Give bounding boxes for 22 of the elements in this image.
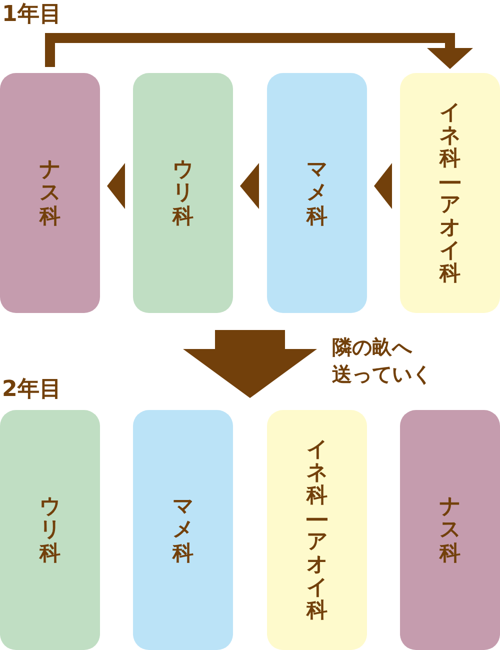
arrow (374, 163, 392, 209)
block-arrow (183, 330, 317, 398)
crop-family-box (133, 73, 233, 313)
crop-family-box (0, 410, 100, 650)
year-label: 2年目 (2, 376, 62, 403)
year-label: 1年目 (2, 1, 62, 28)
crop-family-label: ウリ科 (40, 495, 60, 565)
crop-family-label: イネ科―アオイ科 (440, 100, 460, 286)
crop-family-box (133, 410, 233, 650)
crop-family-label: ナス科 (440, 495, 460, 565)
crop-family-label: マメ科 (306, 158, 328, 228)
arrow (240, 163, 259, 209)
crop-family-box (400, 73, 500, 313)
crop-family-box (400, 410, 500, 650)
crop-family-label: イネ科―アオイ科 (306, 438, 328, 622)
crop-family-box (267, 73, 367, 313)
crop-family-box (267, 410, 367, 650)
crop-family-box (0, 73, 100, 313)
crop-family-label: マメ科 (172, 495, 194, 565)
crop-family-label: ウリ科 (172, 158, 194, 228)
crop-family-label: ナス科 (40, 158, 60, 228)
arrow (107, 163, 125, 209)
